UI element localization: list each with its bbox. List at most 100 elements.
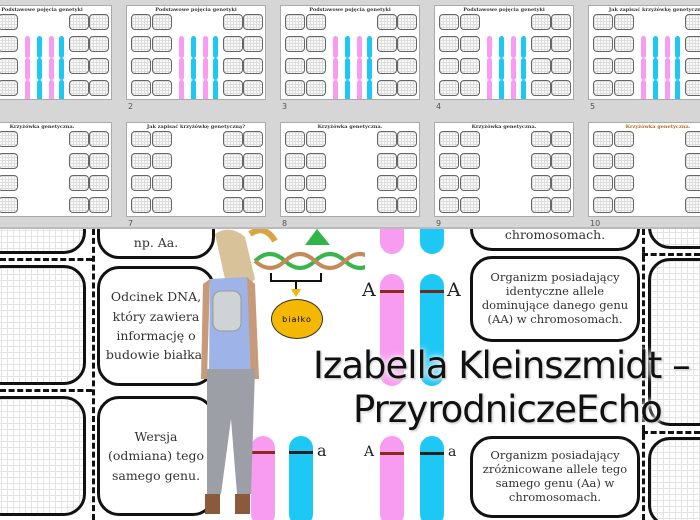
slide-card [69, 58, 89, 74]
cut-line [642, 229, 645, 520]
slide-card [377, 58, 397, 74]
slide-title: Krzyżówka genetyczna. [471, 124, 537, 130]
slide-card [614, 36, 634, 52]
slide-title: Jak zapisać krzyżówkę genetyczną? [146, 124, 246, 130]
slide-card [551, 80, 571, 96]
slide-card [551, 36, 571, 52]
slide-card [460, 197, 480, 213]
slide-card [243, 36, 263, 52]
slide-card [531, 80, 551, 96]
slide-title: Podstawowe pojęcia genetyki [309, 7, 391, 13]
chromosome [345, 58, 350, 80]
slide-card [243, 58, 263, 74]
slide-thumbnail[interactable]: Krzyżówka genetyczna. [588, 122, 700, 217]
slide-card [531, 14, 551, 30]
chromosome [203, 58, 208, 80]
slide-card [69, 175, 89, 191]
slide-card [551, 153, 571, 169]
slide-card [243, 175, 263, 191]
chromosome [380, 229, 404, 254]
slide-title: Krzyżówka genetyczna. [625, 124, 691, 130]
slide-number: 3 [282, 102, 288, 111]
slide-card [614, 58, 634, 74]
slide-card [0, 80, 18, 96]
slide-card [551, 175, 571, 191]
slide-card [285, 14, 305, 30]
slide-card [439, 80, 459, 96]
slide-card [131, 80, 151, 96]
chromosome [25, 36, 30, 58]
cut-line [0, 258, 92, 261]
slide-card [685, 36, 700, 52]
slide-card [306, 153, 326, 169]
definition-card: Organizm posiadający zróżnicowane allele… [470, 436, 640, 518]
allele-label: A [447, 279, 461, 301]
definition-card: chromosomach. [470, 229, 640, 251]
chromosome [203, 80, 208, 99]
slide-card [551, 14, 571, 30]
slide-thumbnail[interactable]: Podstawowe pojęcia genetyki [126, 5, 266, 100]
cut-line [642, 253, 700, 256]
chromosome [420, 436, 444, 520]
slide-card [397, 36, 417, 52]
slide-card [89, 36, 109, 52]
slide-title: Jak zapisać krzyżówkę genetyczną? [608, 7, 700, 13]
slide-card [89, 14, 109, 30]
slide-card [285, 153, 305, 169]
slide-thumbnail[interactable]: Krzyżówka genetyczna. [280, 122, 420, 217]
slide-card [439, 153, 459, 169]
chromosome [641, 58, 646, 80]
brand-name: PrzyrodniczeEcho [353, 388, 663, 431]
slide-card [223, 36, 243, 52]
chromosome [357, 36, 362, 58]
chromosome [37, 36, 42, 58]
chromosome [59, 80, 64, 99]
slide-card [551, 131, 571, 147]
chromosome [521, 36, 526, 58]
slide-card [439, 197, 459, 213]
slide-card [377, 175, 397, 191]
slide-thumbnail[interactable]: Podstawowe pojęcia genetyki [434, 5, 574, 100]
chromosome [653, 58, 658, 80]
allele-label: A [362, 279, 376, 301]
slide-card [223, 153, 243, 169]
slide-thumbnail[interactable]: Jak zapisać krzyżówkę genetyczną? [588, 5, 700, 100]
slide-card [439, 175, 459, 191]
chromosome [521, 58, 526, 80]
slide-card [397, 58, 417, 74]
slide-card [531, 131, 551, 147]
slide-card [131, 36, 151, 52]
slide-card [614, 175, 634, 191]
slide-card [285, 80, 305, 96]
slide-card [685, 14, 700, 30]
slide-card [89, 80, 109, 96]
slide-thumbnail[interactable]: Krzyżówka genetyczna. [434, 122, 574, 217]
chromosome [213, 80, 218, 99]
chromosome [345, 36, 350, 58]
chromosome [345, 80, 350, 99]
grid-card [0, 229, 86, 254]
slide-thumbnail[interactable]: Jak zapisać krzyżówkę genetyczną? [126, 122, 266, 217]
slide-title: Podstawowe pojęcia genetyki [1, 7, 83, 13]
chromosome [665, 58, 670, 80]
chromosome [641, 36, 646, 58]
slide-sorter: Podstawowe pojęcia genetyki1Podstawowe p… [0, 0, 700, 229]
definition-card: Organizm posiadający identyczne allele d… [470, 256, 640, 342]
chromosome [333, 58, 338, 80]
chromosome [380, 436, 404, 520]
slide-card [285, 36, 305, 52]
chromosome [653, 36, 658, 58]
slide-card [439, 36, 459, 52]
slide-thumbnail[interactable]: Krzyżówka genetyczna. [0, 122, 112, 217]
slide-card [152, 197, 172, 213]
slide-card [223, 58, 243, 74]
chromosome [641, 80, 646, 99]
slide-thumbnail[interactable]: Podstawowe pojęcia genetyki [280, 5, 420, 100]
slide-card [306, 36, 326, 52]
slide-card [69, 36, 89, 52]
chromosome [675, 58, 680, 80]
slide-number: 4 [436, 102, 442, 111]
slide-thumbnail[interactable]: Podstawowe pojęcia genetyki [0, 5, 112, 100]
slide-card [69, 80, 89, 96]
chromosome [665, 80, 670, 99]
